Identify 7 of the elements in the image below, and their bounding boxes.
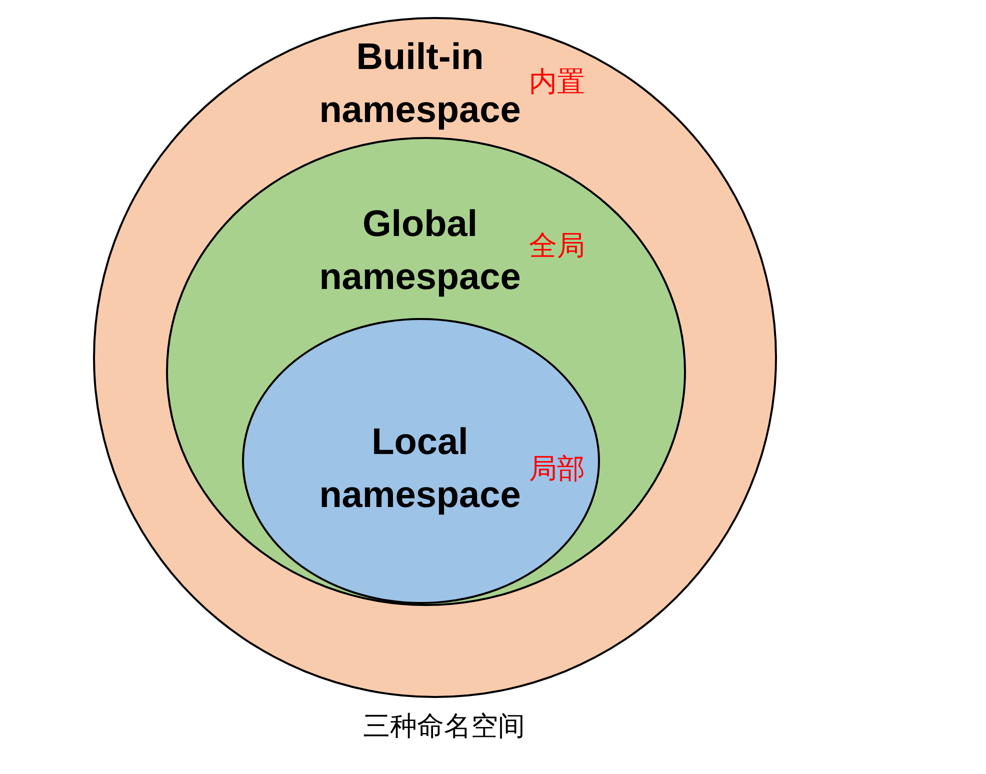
caption: 三种命名空间 [363,711,525,743]
chinese-translation: 内置 [529,66,585,98]
chinese-translation: 全局 [529,230,585,262]
namespace-title: Built-in namespace [318,35,522,132]
namespace-title: Local namespace [318,420,522,517]
chinese-translation: 局部 [529,453,585,485]
namespace-title: Global namespace [318,202,522,299]
